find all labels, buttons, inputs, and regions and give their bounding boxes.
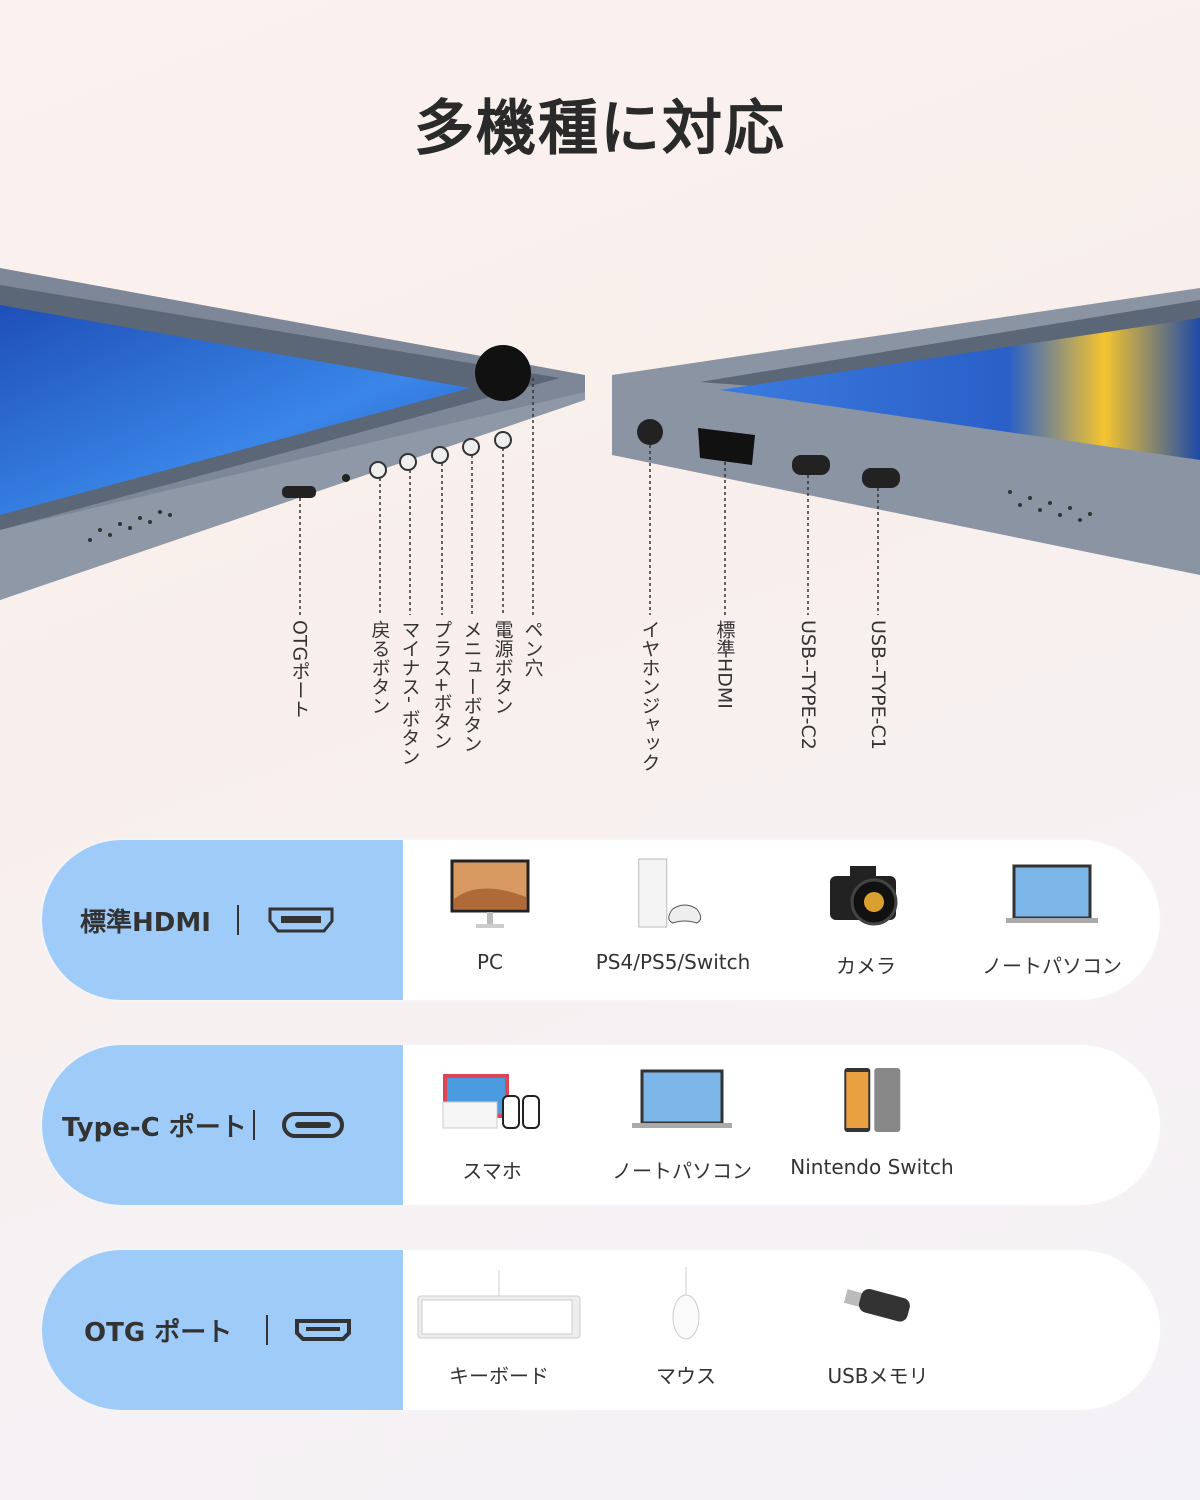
type-c-row: Type-C ポート スマホ ノートパソコン Nintendo Switch bbox=[42, 1045, 1160, 1205]
device-item: キーボード bbox=[416, 1250, 582, 1410]
device-label: USBメモリ bbox=[827, 1364, 929, 1388]
label-power-button: 電源ボタン bbox=[491, 620, 514, 715]
port-name: 標準HDMI bbox=[80, 907, 211, 938]
laptop-icon bbox=[632, 1069, 732, 1128]
label-usb-c1: USB--TYPE-C1 bbox=[867, 620, 889, 750]
label-otg-port: OTGポート bbox=[288, 620, 311, 719]
port-name: OTG ポート bbox=[84, 1317, 233, 1348]
hdmi-row: 標準HDMI PC PS4/PS5/Switch カメラ ノートパソコン bbox=[42, 840, 1160, 1000]
keyboard-icon bbox=[417, 1270, 581, 1339]
device-item: ノートパソコン bbox=[612, 1045, 752, 1205]
monitor-illustration bbox=[0, 268, 1200, 615]
label-pen-hole: ペン穴 bbox=[521, 620, 544, 677]
device-item: PC bbox=[450, 840, 530, 1000]
device-label: ノートパソコン bbox=[612, 1159, 752, 1183]
nintendo-switch-icon bbox=[442, 1074, 540, 1129]
device-item: PS4/PS5/Switch bbox=[595, 840, 751, 1000]
game-console-icon bbox=[638, 858, 702, 928]
port-panel: 標準HDMI bbox=[42, 840, 403, 1000]
device-label: ノートパソコン bbox=[982, 954, 1122, 978]
label-earphone-jack: イヤホンジャック bbox=[638, 620, 661, 772]
device-item: マウス bbox=[656, 1250, 716, 1410]
device-label: マウス bbox=[656, 1364, 716, 1388]
usb-c-port-icon bbox=[281, 1112, 344, 1138]
label-minus-button: マイナス- ボタン bbox=[398, 620, 421, 766]
device-item: USBメモリ bbox=[827, 1250, 929, 1410]
monitor-icon bbox=[450, 859, 530, 928]
label-hdmi: 標準HDMI bbox=[713, 620, 736, 709]
hdmi-port bbox=[698, 428, 755, 465]
laptop-icon bbox=[1006, 864, 1098, 923]
device-label: PC bbox=[476, 950, 504, 974]
page-title: 多機種に対応 bbox=[414, 94, 786, 164]
port-panel: OTG ポート bbox=[42, 1250, 403, 1410]
device-label: PS4/PS5/Switch bbox=[595, 950, 751, 974]
device-item: スマホ bbox=[439, 1045, 545, 1205]
device-item: Nintendo Switch bbox=[790, 1045, 954, 1205]
label-usb-c2: USB--TYPE-C2 bbox=[797, 620, 819, 750]
device-label: Nintendo Switch bbox=[790, 1155, 954, 1179]
port-panel: Type-C ポート bbox=[42, 1045, 403, 1205]
port-name: Type-C ポート bbox=[62, 1112, 247, 1143]
right-monitor-screen bbox=[720, 318, 1200, 460]
micro-usb-port-icon bbox=[295, 1319, 352, 1341]
device-label: カメラ bbox=[836, 954, 896, 978]
mouse-icon bbox=[672, 1267, 700, 1340]
hdmi-port-icon bbox=[268, 907, 334, 933]
otg-port bbox=[282, 486, 316, 498]
device-label: キーボード bbox=[449, 1364, 549, 1388]
left-monitor-screen bbox=[0, 305, 470, 515]
smartphone-icon bbox=[844, 1068, 900, 1132]
label-plus-button: プラス+ボタン bbox=[430, 620, 453, 750]
device-item: カメラ bbox=[828, 840, 904, 1000]
pen-hole bbox=[475, 345, 531, 401]
device-label: スマホ bbox=[462, 1159, 522, 1183]
label-back-button: 戻るボタン bbox=[368, 620, 391, 715]
usb-c1-port bbox=[862, 468, 900, 488]
usb-c2-port bbox=[792, 455, 830, 475]
otg-row: OTG ポート キーボード マウス USBメモリ bbox=[42, 1250, 1160, 1410]
usb-drive-icon bbox=[843, 1288, 910, 1322]
label-menu-button: メニューボタン bbox=[460, 620, 483, 753]
device-item: ノートパソコン bbox=[982, 840, 1122, 1000]
camera-icon bbox=[830, 866, 898, 926]
